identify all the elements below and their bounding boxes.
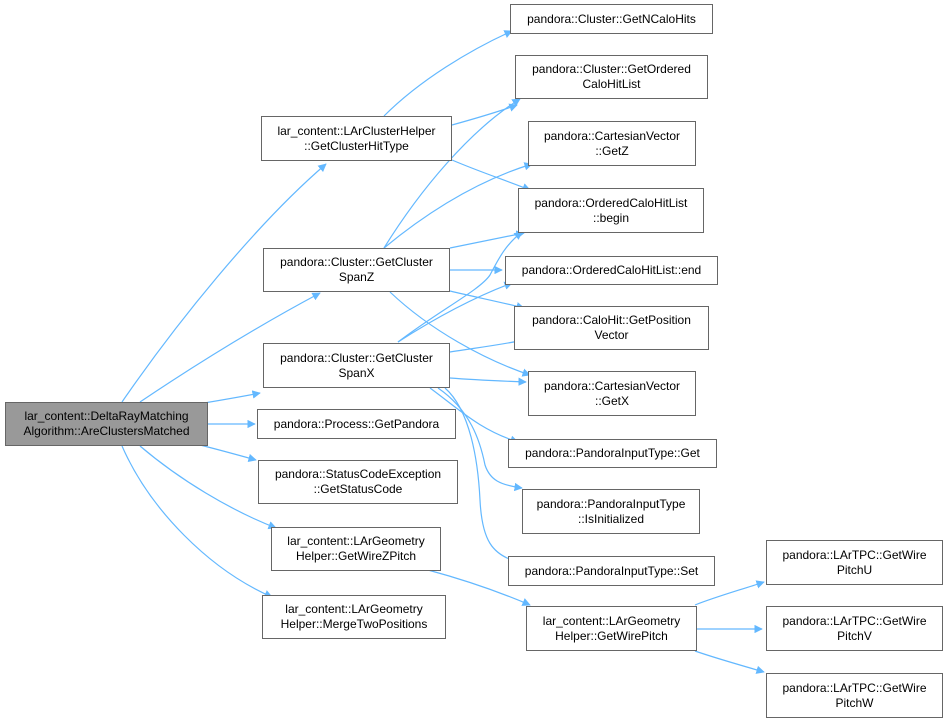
edge-root-wirezpitch [139,445,277,530]
node-get-n-calo-hits[interactable]: pandora::Cluster::GetNCaloHits [510,4,713,34]
node-get-wire-pitch-u[interactable]: pandora::LArTPC::GetWire PitchU [766,540,943,585]
node-are-clusters-matched: lar_content::DeltaRayMatching Algorithm:… [5,402,208,446]
edge-clusterhittype-ncalohits [383,30,513,117]
node-label-line: lar_content::LArGeometry [542,613,681,628]
node-label-line: pandora::LArTPC::GetWire [782,547,927,562]
node-label-line: PitchW [835,695,874,710]
node-ordered-list-end[interactable]: pandora::OrderedCaloHitList::end [505,256,718,285]
node-label-line: Algorithm::AreClustersMatched [23,424,190,438]
node-pandora-input-type-get[interactable]: pandora::PandoraInputType::Get [508,439,717,468]
edge-root-mergetwo [121,445,273,598]
edge-root-clusterhittype [121,163,327,403]
edge-clusterhittype-orderedlist [451,103,518,126]
edge-clusterhittype-begin [451,159,531,192]
node-pandora-input-type-set[interactable]: pandora::PandoraInputType::Set [508,556,715,586]
node-label-line: CaloHitList [582,77,641,91]
node-label-line: lar_content::LArGeometry [285,602,423,616]
node-label-line: pandora::LArTPC::GetWire [782,680,927,695]
node-label-line: PitchV [837,628,872,643]
node-label-line: pandora::OrderedCaloHitList [534,195,688,210]
node-label-line: pandora::StatusCodeException [274,467,442,481]
edge-spanz-orderedlist [383,98,521,249]
edge-wirepitch-pitchw [694,650,765,674]
edge-spanx-getx [449,377,527,386]
node-label-line: ::GetZ [595,143,629,158]
node-merge-two-positions[interactable]: lar_content::LArGeometry Helper::MergeTw… [262,595,446,639]
node-label-line: Helper::MergeTwoPositions [280,617,428,631]
node-get-status-code[interactable]: pandora::StatusCodeException ::GetStatus… [258,460,458,504]
node-label-line: pandora::Cluster::GetNCaloHits [527,11,696,26]
node-label-line: pandora::PandoraInputType [536,496,686,511]
edge-root-spanz [139,292,321,403]
node-label-line: pandora::OrderedCaloHitList::end [521,263,702,277]
node-label-line: Helper::GetWirePitch [555,628,668,643]
node-label-line: pandora::Cluster::GetCluster [280,350,433,365]
node-label-line: ::begin [592,210,630,225]
node-label-line: PitchU [836,562,873,577]
node-label-line: Helper::GetWireZPitch [295,549,417,563]
node-label-line: ::IsInitialized [577,511,645,526]
node-label-line: Vector [594,328,629,342]
node-label-line: pandora::PandoraInputType::Get [525,446,700,460]
node-label-line: pandora::Process::GetPandora [273,416,440,431]
node-get-wire-pitch-v[interactable]: pandora::LArTPC::GetWire PitchV [766,606,943,651]
edge-wirepitch-pitchu [694,580,765,606]
node-label-line: pandora::CartesianVector [543,128,681,143]
node-label-line: pandora::CartesianVector [543,378,681,393]
edge-spanx-posvector [449,337,525,353]
node-get-ordered-calo-hit-list[interactable]: pandora::Cluster::GetOrdered CaloHitList [515,55,708,99]
edge-root-statuscode [199,444,257,463]
edge-spanx-begin [397,231,523,343]
node-label-line: lar_content::LArClusterHelper [277,123,436,138]
node-get-wire-pitch-w[interactable]: pandora::LArTPC::GetWire PitchW [766,673,943,718]
edge-spanz-getz [383,162,533,249]
node-label-line: pandora::Cluster::GetCluster [280,255,433,269]
node-get-cluster-hit-type[interactable]: lar_content::LArClusterHelper ::GetClust… [261,116,452,161]
node-label-line: ::GetStatusCode [313,482,403,496]
node-get-cluster-span-z[interactable]: pandora::Cluster::GetCluster SpanZ [263,248,450,292]
node-label-line: SpanZ [338,270,375,284]
node-label-line: ::GetX [594,393,629,408]
node-get-x[interactable]: pandora::CartesianVector ::GetX [528,371,696,416]
node-label-line: SpanX [338,365,375,380]
node-label-line: pandora::LArTPC::GetWire [782,613,927,628]
edge-spanz-getx [389,291,531,377]
node-label-line: pandora::Cluster::GetOrdered [532,62,691,76]
node-get-position-vector[interactable]: pandora::CaloHit::GetPosition Vector [514,306,709,350]
node-get-pandora[interactable]: pandora::Process::GetPandora [257,409,456,439]
node-label-line: lar_content::LArGeometry [287,534,425,548]
edge-spanx-pitset [444,387,519,565]
node-pandora-input-type-is-initialized[interactable]: pandora::PandoraInputType ::IsInitialize… [522,489,700,534]
node-label-line: pandora::CaloHit::GetPosition [532,313,691,327]
node-label-line: lar_content::DeltaRayMatching [24,409,189,423]
node-get-wire-pitch[interactable]: lar_content::LArGeometry Helper::GetWire… [526,606,697,651]
node-get-cluster-span-x[interactable]: pandora::Cluster::GetCluster SpanX [263,343,450,388]
edge-spanx-pitget [429,387,519,444]
node-get-wire-z-pitch[interactable]: lar_content::LArGeometry Helper::GetWire… [271,527,441,571]
node-ordered-list-begin[interactable]: pandora::OrderedCaloHitList ::begin [518,188,704,233]
edge-spanx-end [397,281,513,343]
edge-spanx-pitinit [437,387,523,492]
node-get-z[interactable]: pandora::CartesianVector ::GetZ [528,121,696,166]
edge-wirezpitch-wirepitch [427,569,531,606]
node-label-line: ::GetClusterHitType [304,138,409,153]
node-label-line: pandora::PandoraInputType::Set [524,563,699,578]
